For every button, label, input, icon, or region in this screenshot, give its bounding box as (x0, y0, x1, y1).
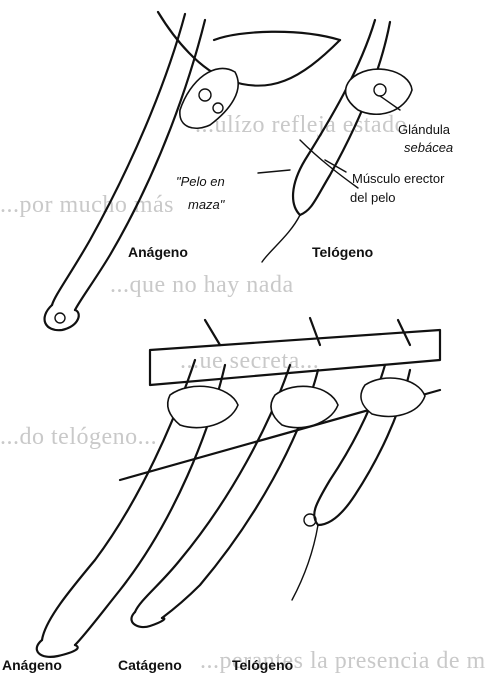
anagen-bulb-bottom (37, 640, 78, 657)
anagen-hair-inner (75, 20, 205, 310)
telogen-strand-bottom (292, 525, 318, 600)
bg-line-1: ...ulízo refleja estado (195, 112, 407, 138)
bg-line-3: ...que no hay nada (110, 272, 294, 298)
bg-line-4: ...ue secreta... (180, 348, 319, 374)
skin-fold-top (214, 32, 340, 40)
label-anagen-top: Anágeno (128, 244, 188, 260)
label-maza: maza" (188, 197, 226, 212)
label-musculo: Músculo erector (352, 171, 445, 186)
label-pelo-en: "Pelo en (176, 174, 225, 189)
skin-surface-top (158, 12, 340, 86)
label-anagen-bottom: Anágeno (2, 657, 62, 673)
catagen-bulb (131, 612, 164, 627)
catagen-hair-shaft (310, 318, 320, 345)
label-glandula: Glándula (398, 122, 451, 137)
anagen-papilla (55, 313, 65, 323)
bg-line-2: ...por mucho más (0, 192, 174, 218)
club-leader (258, 170, 290, 173)
telogen-gland-bottom (361, 378, 425, 416)
telogen-strand (262, 215, 300, 262)
anagen-hair-outer (52, 14, 185, 305)
anagen-bulb (45, 305, 79, 330)
label-sebacea: sebácea (404, 140, 453, 155)
label-telogen-top: Telógeno (312, 244, 373, 260)
anagen-gland-bottom (168, 386, 238, 427)
bg-line-5: ...do telógeno... (0, 424, 157, 450)
label-catagen-bottom: Catágeno (118, 657, 182, 673)
label-telogen-bottom: Telógeno (232, 657, 293, 673)
erector-muscle-top (300, 140, 358, 188)
anagen-hair-shaft (205, 320, 220, 345)
label-del-pelo: del pelo (350, 190, 396, 205)
telogen-sebaceous-gland (346, 69, 412, 114)
